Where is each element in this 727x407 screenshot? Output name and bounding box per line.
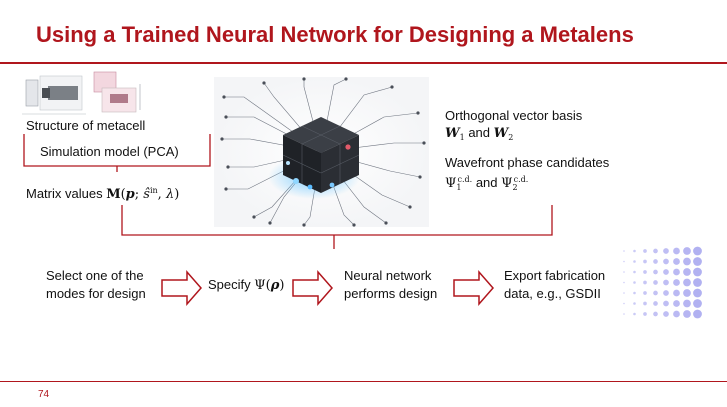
flow-arrow-1 [161, 270, 202, 306]
pattern-dot [643, 280, 647, 285]
pattern-dot [673, 247, 680, 255]
pattern-dot [673, 268, 680, 276]
pattern-dot [623, 281, 625, 284]
pattern-dot [643, 301, 647, 306]
pattern-dot [673, 289, 680, 297]
step-export-line1: Export fabrication [504, 268, 606, 283]
step-network-line2: performs design [344, 286, 438, 301]
pattern-dot [633, 270, 636, 274]
matrix-label: Matrix values [26, 186, 103, 201]
pattern-dot [653, 259, 658, 264]
basis-formula: W1 and W2 [445, 125, 514, 142]
pattern-dot [623, 313, 625, 315]
pattern-dot [653, 311, 658, 317]
step-select-mode-line1: Select one of the [46, 268, 144, 283]
pattern-dot [683, 299, 691, 308]
footer-divider [0, 381, 727, 382]
pattern-dot [633, 281, 636, 284]
wavefront-formula: Ψ1c.d. and Ψ2c.d. [445, 175, 529, 192]
pattern-dot [693, 278, 702, 287]
flow-arrow-3 [453, 270, 494, 306]
pattern-dot [643, 291, 647, 295]
pattern-dot [693, 257, 702, 266]
structure-brace [23, 134, 211, 172]
pattern-dot [623, 260, 625, 263]
page-number: 74 [38, 389, 50, 400]
pattern-dot [683, 268, 691, 276]
pattern-dot [693, 309, 702, 319]
pattern-dot [683, 310, 691, 318]
step-export-line2: data, e.g., GSDII [504, 286, 601, 301]
pattern-dot [693, 288, 702, 298]
pattern-dot [673, 258, 680, 265]
neural-network-cube-image [214, 77, 429, 227]
matrix-formula: M(p; ŝin, λ) [106, 186, 180, 202]
pattern-dot [643, 259, 647, 264]
pattern-dot [663, 300, 669, 307]
pattern-dot [653, 248, 658, 254]
wavefront-label: Wavefront phase candidates [445, 155, 610, 170]
pattern-dot [633, 249, 636, 253]
collect-brace [121, 205, 553, 249]
simulation-label: Simulation model (PCA) [40, 144, 179, 159]
step-select-mode-line2: modes for design [46, 286, 146, 301]
metalens-dot-pattern-icon [623, 246, 702, 319]
step-specify: Specify Ψ(ρ) [208, 277, 285, 293]
pattern-dot [663, 311, 669, 317]
structure-label: Structure of metacell [26, 118, 146, 133]
pattern-dot [673, 279, 680, 286]
pattern-dot [653, 280, 658, 285]
pattern-dot [643, 270, 647, 274]
slide-title: Using a Trained Neural Network for Desig… [36, 22, 634, 47]
flow-arrow-2 [292, 270, 333, 306]
pattern-dot [683, 278, 691, 287]
metacell-structure-icon [22, 71, 141, 115]
pattern-dot [653, 301, 658, 306]
pattern-dot [693, 299, 702, 308]
pattern-dot [663, 248, 669, 254]
pattern-dot [683, 289, 691, 297]
step-specify-label: Specify [208, 277, 251, 292]
pattern-dot [663, 269, 669, 275]
title-divider [0, 62, 727, 64]
pattern-dot [623, 271, 625, 273]
basis-label: Orthogonal vector basis [445, 108, 583, 123]
pattern-dot [663, 290, 669, 296]
pattern-dot [623, 292, 625, 294]
pattern-dot [633, 260, 636, 263]
pattern-dot [683, 247, 691, 255]
pattern-dot [633, 302, 636, 305]
pattern-dot [643, 312, 647, 316]
pattern-dot [663, 258, 669, 265]
step-network-line1: Neural network [344, 268, 432, 283]
pattern-dot [673, 310, 680, 318]
pattern-dot [663, 279, 669, 286]
pattern-dot [653, 269, 658, 275]
pattern-dot [653, 290, 658, 296]
pattern-dot [693, 246, 702, 256]
pattern-dot [643, 249, 647, 253]
pattern-dot [673, 300, 680, 307]
pattern-dot [633, 291, 636, 295]
pattern-dot [623, 250, 625, 252]
matrix-values: Matrix values M(p; ŝin, λ) [26, 183, 179, 202]
pattern-dot [683, 257, 691, 266]
pattern-dot [693, 267, 702, 277]
pattern-dot [633, 312, 636, 316]
pattern-dot [623, 302, 625, 305]
